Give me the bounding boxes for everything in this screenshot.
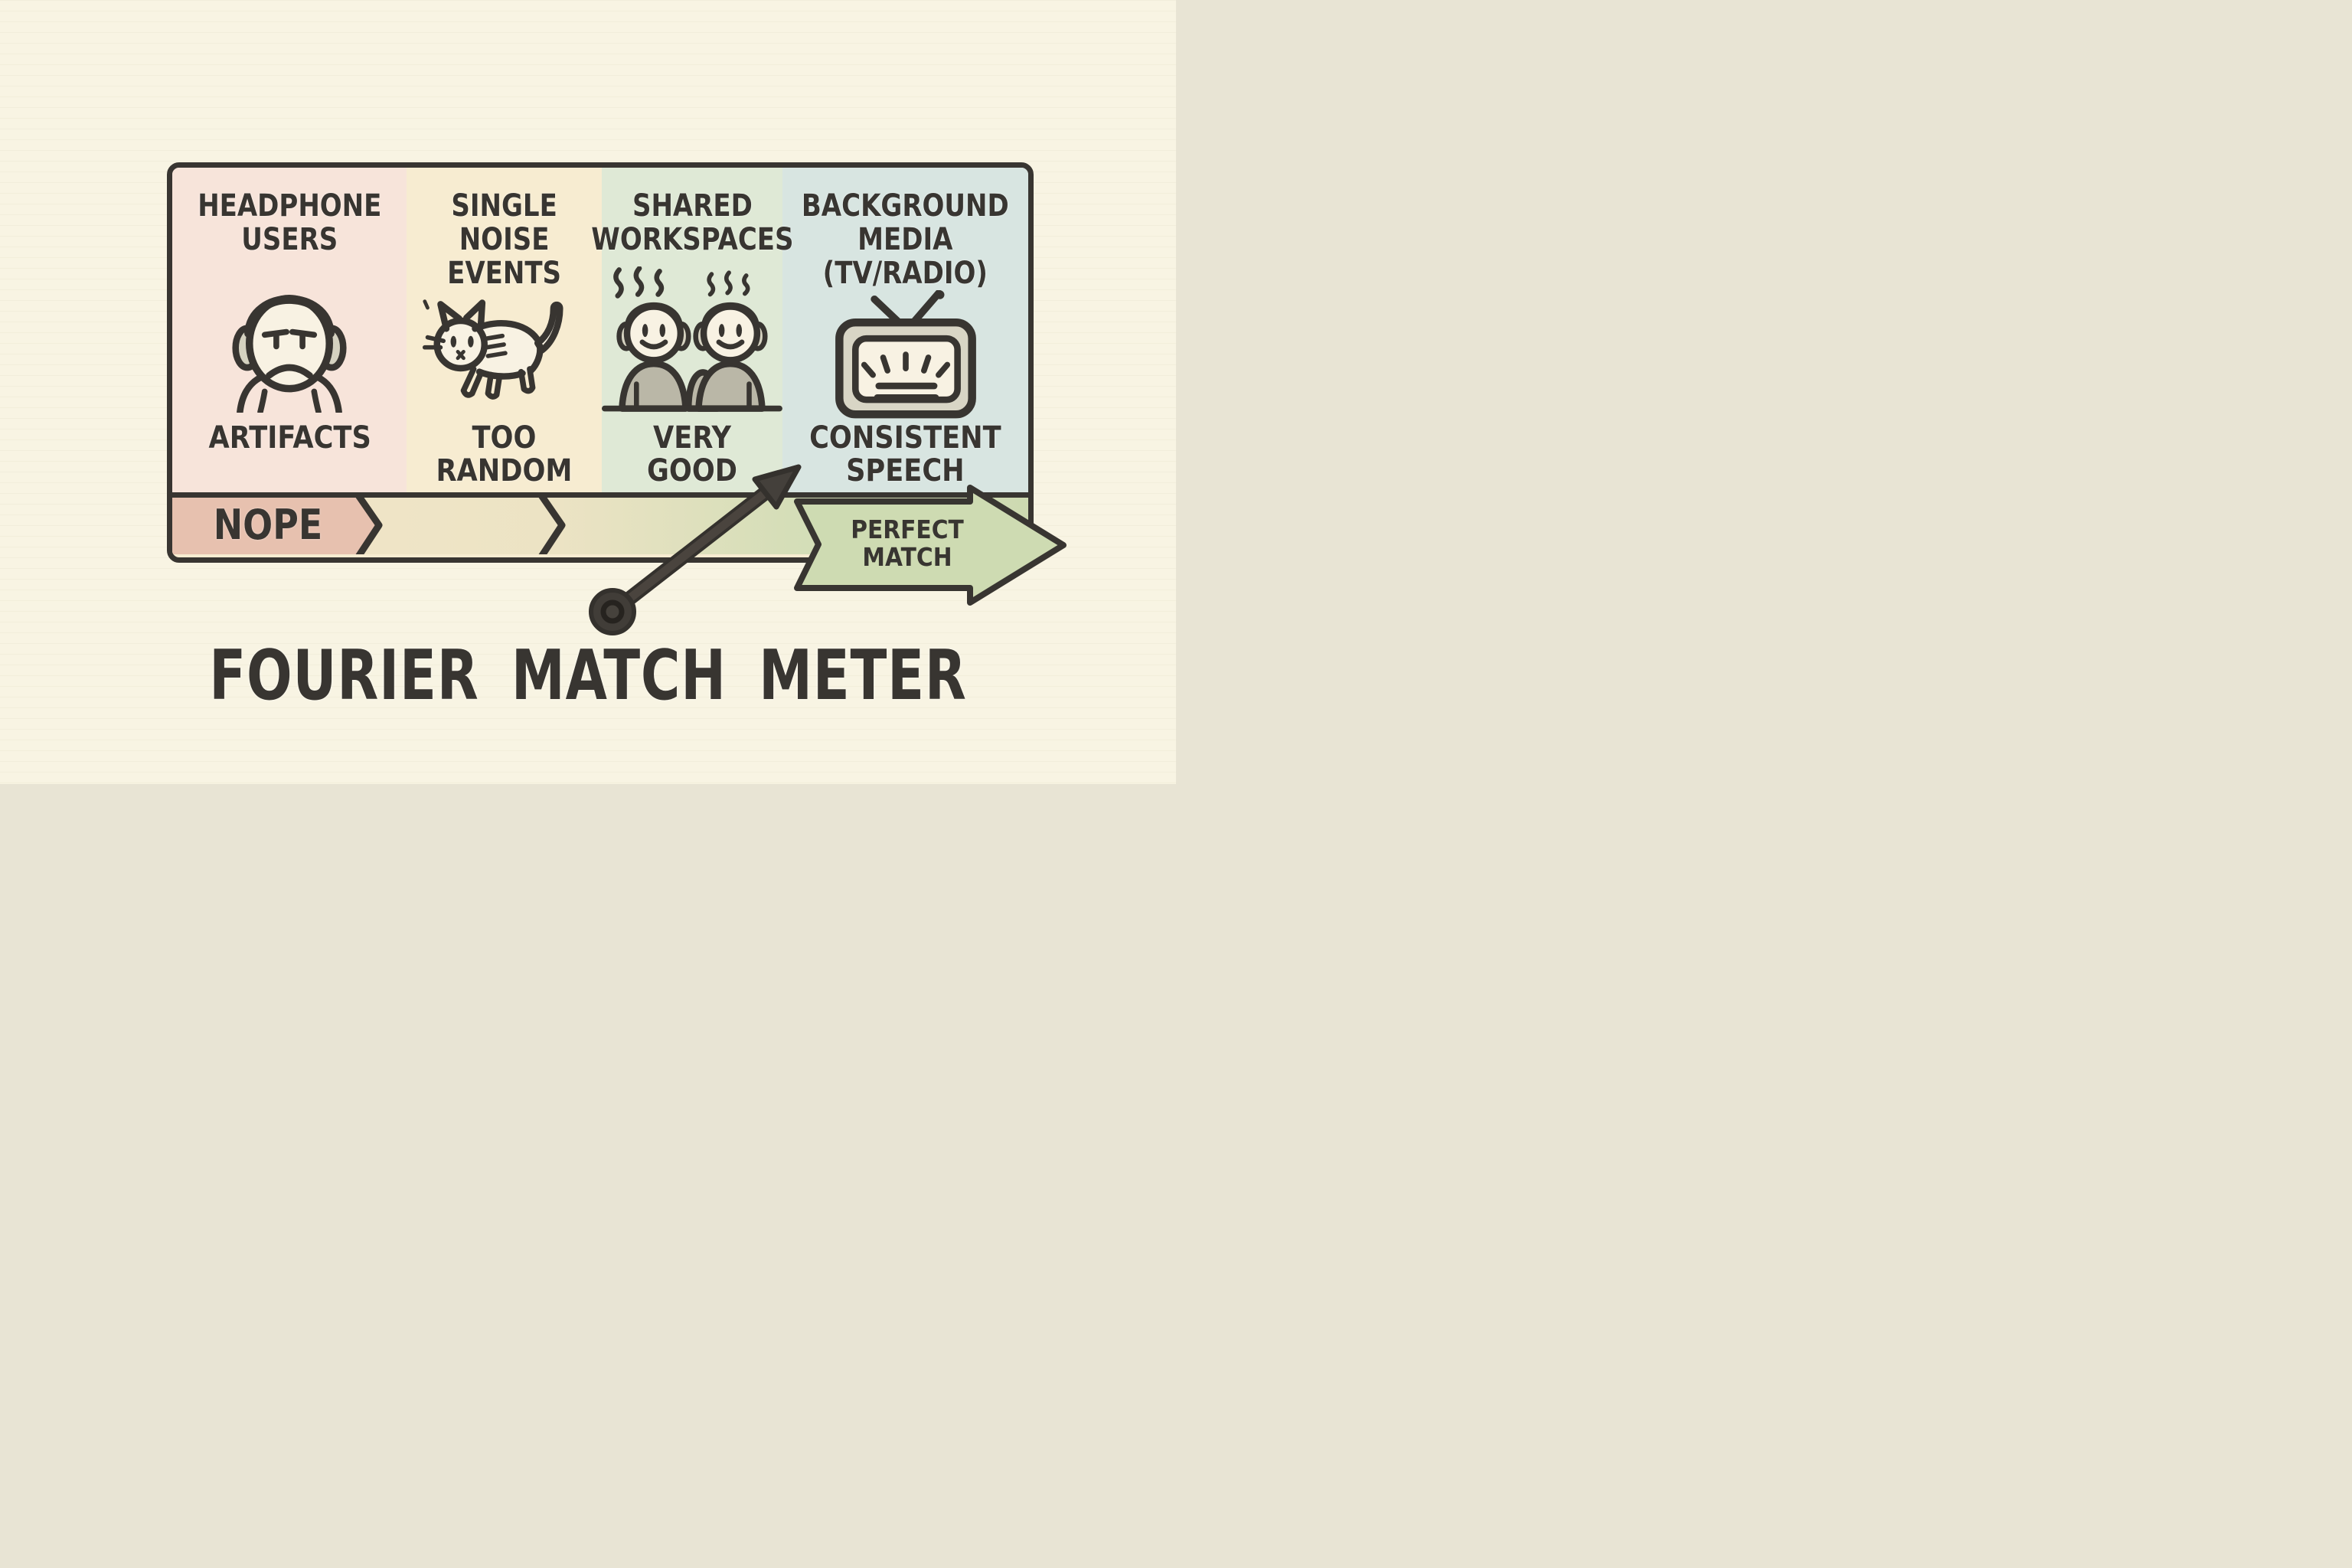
- panel-single-noise-events: SINGLE NOISE EVENTS: [407, 168, 603, 492]
- fourier-match-meter-illustration: HEADPHONE USERS: [0, 0, 1176, 784]
- page-title: FOURIER MATCH METER: [209, 635, 967, 716]
- panel-header: SHARED WORKSPACES: [591, 188, 794, 257]
- panel-headphone-users: HEADPHONE USERS: [172, 168, 407, 492]
- walking-cat-icon: [422, 299, 564, 400]
- meter-left-label: NOPE: [213, 501, 323, 549]
- panel-header: BACKGROUND MEDIA (TV/RADIO): [802, 188, 1009, 291]
- panel-background-media: BACKGROUND MEDIA (TV/RADIO): [782, 168, 1028, 492]
- panel-caption: VERY GOOD: [647, 420, 738, 489]
- perfect-match-arrow: [794, 485, 1067, 606]
- panel-caption: CONSISTENT SPEECH: [809, 420, 1001, 489]
- meter-right-label: PERFECT MATCH: [851, 514, 964, 573]
- annoyed-headphone-user-icon: [232, 295, 347, 413]
- panels-row: HEADPHONE USERS: [172, 168, 1028, 492]
- panel-header: SINGLE NOISE EVENTS: [447, 188, 562, 291]
- panel-shared-workspaces: SHARED WORKSPACES: [591, 168, 793, 492]
- panel-caption: ARTIFACTS: [207, 420, 371, 456]
- meter-needle: [589, 464, 802, 635]
- panel-header: HEADPHONE USERS: [198, 188, 382, 257]
- tv-icon: [835, 290, 976, 419]
- panel-caption: TOO RANDOM: [436, 420, 573, 489]
- two-coworkers-headphones-icon: [602, 266, 783, 412]
